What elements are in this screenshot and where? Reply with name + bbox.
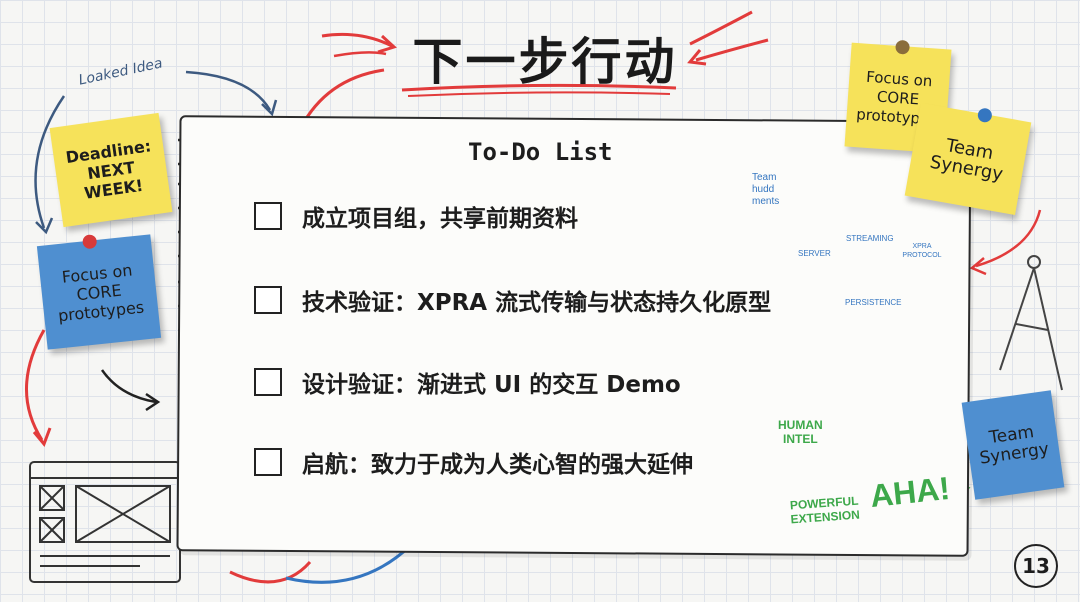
sticky-note-deadline: Deadline: NEXT WEEK!: [49, 112, 173, 228]
todo-item-text: 设计验证：渐进式 UI 的交互 Demo: [302, 372, 681, 398]
sticky-note-team-synergy-top: Team Synergy: [904, 102, 1032, 216]
persistence-label: PERSISTENCE: [845, 298, 902, 307]
xpra-protocol-label: XPRA PROTOCOL: [902, 243, 942, 259]
todo-title: To-Do List: [468, 138, 613, 166]
page-number: 13: [1014, 544, 1058, 588]
sticky-note-team-synergy-bottom: Team Synergy: [961, 390, 1065, 500]
arrow-right-red: [975, 209, 1042, 268]
loaked-idea-label: Loaked Idea: [77, 55, 164, 89]
todo-checkbox[interactable]: [254, 286, 282, 314]
arrow-left-red: [25, 329, 46, 441]
pushpin-icon: [895, 39, 911, 55]
wireframe-sketch: [29, 461, 181, 583]
arrow-bottom-red: [229, 561, 312, 584]
compass-sketch: [999, 255, 1063, 391]
streaming-label: STREAMING: [846, 234, 894, 243]
human-intel-label: HUMAN INTEL: [778, 418, 823, 446]
todo-item[interactable]: 技术验证：XPRA 流式传输与状态持久化原型: [254, 280, 771, 320]
todo-item[interactable]: 成立项目组，共享前期资料: [254, 196, 578, 236]
todo-item[interactable]: 启航：致力于成为人类心智的强大延伸: [254, 442, 693, 482]
todo-paper: [176, 115, 972, 557]
server-label: SERVER: [798, 249, 831, 258]
todo-checkbox[interactable]: [254, 448, 282, 476]
todo-checkbox[interactable]: [254, 202, 282, 230]
arrow-loaked-idea: [185, 70, 272, 111]
sticky-note-focus-left: Focus on CORE prototypes: [36, 234, 162, 350]
todo-checkbox[interactable]: [254, 368, 282, 396]
todo-item-text: 成立项目组，共享前期资料: [302, 206, 578, 232]
todo-item-text: 启航：致力于成为人类心智的强大延伸: [302, 452, 693, 478]
todo-item-text: 技术验证：XPRA 流式传输与状态持久化原型: [302, 290, 772, 316]
todo-item[interactable]: 设计验证：渐进式 UI 的交互 Demo: [254, 362, 681, 402]
pushpin-icon: [976, 107, 993, 124]
team-huddle-label: Team hudd ments: [752, 172, 780, 207]
slide-title: 下一步行动: [412, 33, 678, 91]
pushpin-icon: [81, 234, 98, 250]
powerful-extension-label: POWERFUL EXTENSION: [789, 493, 861, 527]
